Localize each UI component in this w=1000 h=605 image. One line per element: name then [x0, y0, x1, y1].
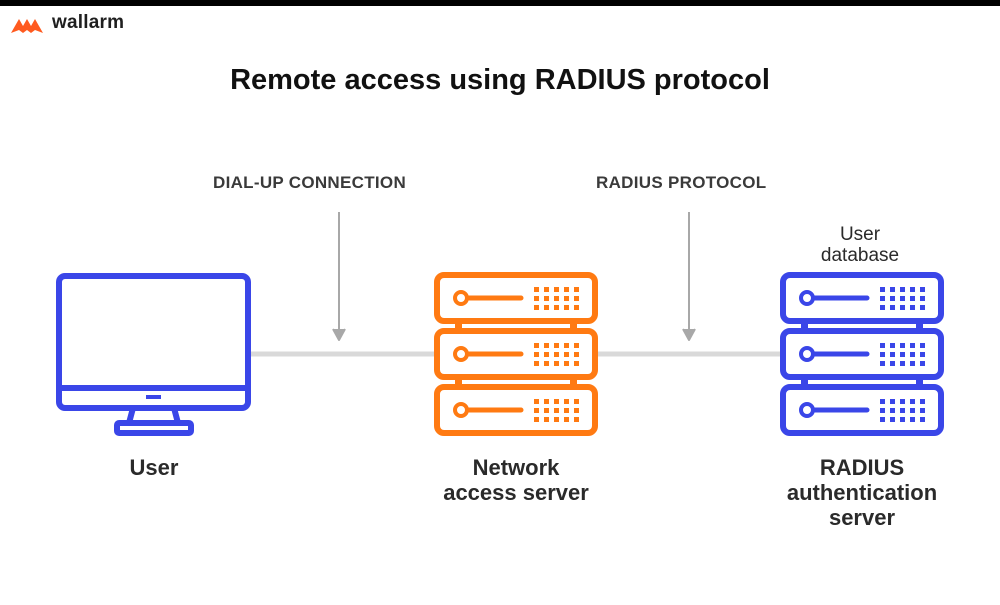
- wallarm-logo-icon: [11, 19, 43, 33]
- server-unit: [780, 328, 944, 380]
- status-light-icon: [799, 402, 815, 418]
- radius-protocol-label: RADIUS PROTOCOL: [596, 173, 767, 192]
- server-unit: [434, 328, 598, 380]
- status-light-icon: [799, 346, 815, 362]
- user-label: User: [84, 455, 224, 480]
- server-unit: [780, 384, 944, 436]
- brand-name: wallarm: [52, 12, 125, 33]
- radius-server-icon: [780, 272, 944, 436]
- dialup-connection-label: DIAL-UP CONNECTION: [213, 173, 407, 192]
- db-label-line2: database: [820, 245, 900, 266]
- dialup-arrow: [332, 212, 346, 341]
- radius-server-label: RADIUS authentication server: [752, 455, 972, 530]
- server-unit: [434, 384, 598, 436]
- vent-grid-icon: [880, 287, 925, 310]
- radius-label-line1: RADIUS: [819, 455, 905, 480]
- nas-label-line2: access server: [443, 480, 589, 505]
- status-light-icon: [799, 290, 815, 306]
- top-bar: [0, 0, 1000, 6]
- vent-grid-icon: [534, 287, 579, 310]
- network-access-server-icon: [434, 272, 598, 436]
- diagram-title: Remote access using RADIUS protocol: [230, 64, 770, 96]
- vent-grid-icon: [534, 343, 579, 366]
- radius-label-line3: server: [828, 505, 896, 530]
- monitor-icon: [56, 273, 251, 436]
- network-access-server-label: Network access server: [406, 455, 626, 505]
- status-light-icon: [453, 290, 469, 306]
- nas-label-line1: Network: [472, 455, 560, 480]
- status-light-icon: [453, 346, 469, 362]
- db-label-line1: User: [839, 224, 881, 245]
- vent-grid-icon: [534, 399, 579, 422]
- radius-label-line2: authentication: [786, 480, 938, 505]
- server-unit: [434, 272, 598, 324]
- radius-protocol-arrow: [682, 212, 696, 341]
- user-database-label: User database: [790, 224, 930, 266]
- status-light-icon: [453, 402, 469, 418]
- vent-grid-icon: [880, 343, 925, 366]
- wallarm-logo: wallarm: [10, 11, 124, 35]
- vent-grid-icon: [880, 399, 925, 422]
- user-label-text: User: [129, 455, 179, 480]
- server-unit: [780, 272, 944, 324]
